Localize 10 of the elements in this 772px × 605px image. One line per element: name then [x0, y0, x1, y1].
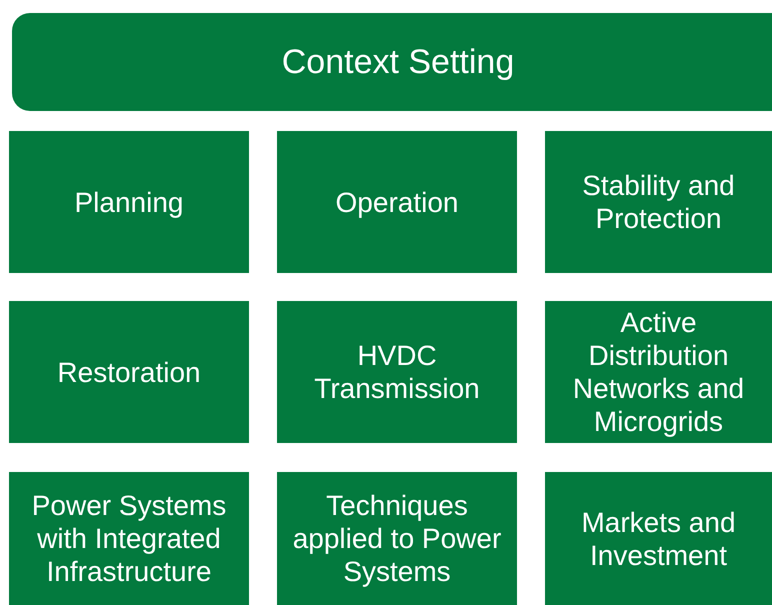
- category-box: Stability and Protection: [545, 131, 772, 273]
- category-box: Planning: [9, 131, 249, 273]
- category-box: Active Distribution Networks and Microgrids: [545, 301, 772, 443]
- category-box: Power Systems with Integrated Infrastructure: [9, 472, 249, 605]
- header-banner: Context Setting: [12, 13, 772, 111]
- category-box: HVDC Transmission: [277, 301, 517, 443]
- category-box: Operation: [277, 131, 517, 273]
- category-box: Restoration: [9, 301, 249, 443]
- category-box: Markets and Investment: [545, 472, 772, 605]
- category-box: Techniques applied to Power Systems: [277, 472, 517, 605]
